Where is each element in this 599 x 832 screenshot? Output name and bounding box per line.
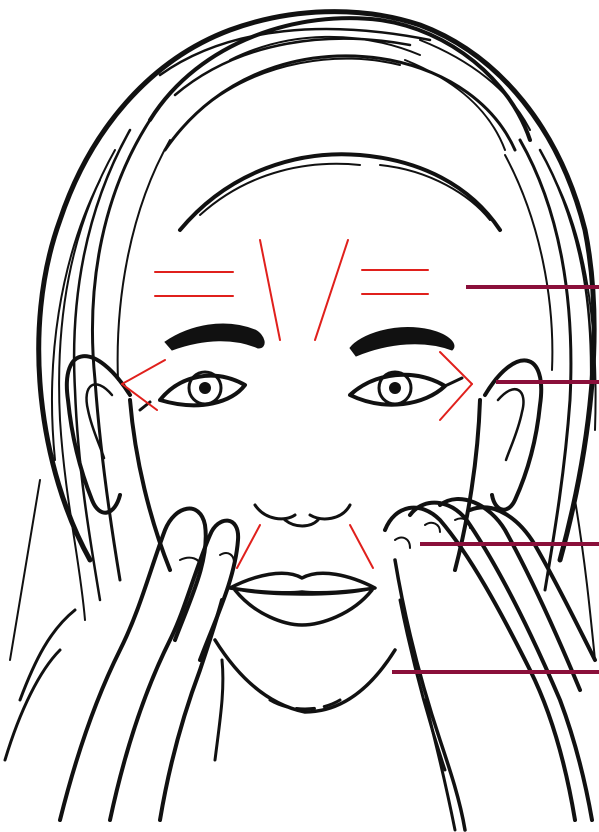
forehead-right-marks (362, 270, 428, 294)
smile-line-marks (237, 525, 373, 568)
forehead-left-marks (155, 272, 233, 296)
face-outline (130, 400, 480, 712)
left-eye (140, 372, 245, 410)
right-eyebrow (350, 328, 454, 356)
pointer-lines (392, 287, 599, 672)
nose (255, 505, 350, 526)
right-eye (350, 372, 462, 405)
glabella-marks (260, 240, 348, 340)
lips (230, 573, 375, 625)
eyebrows (165, 324, 454, 356)
left-hand (5, 509, 238, 820)
hair (10, 12, 596, 660)
left-eyebrow (165, 324, 264, 350)
eyes (140, 372, 462, 410)
